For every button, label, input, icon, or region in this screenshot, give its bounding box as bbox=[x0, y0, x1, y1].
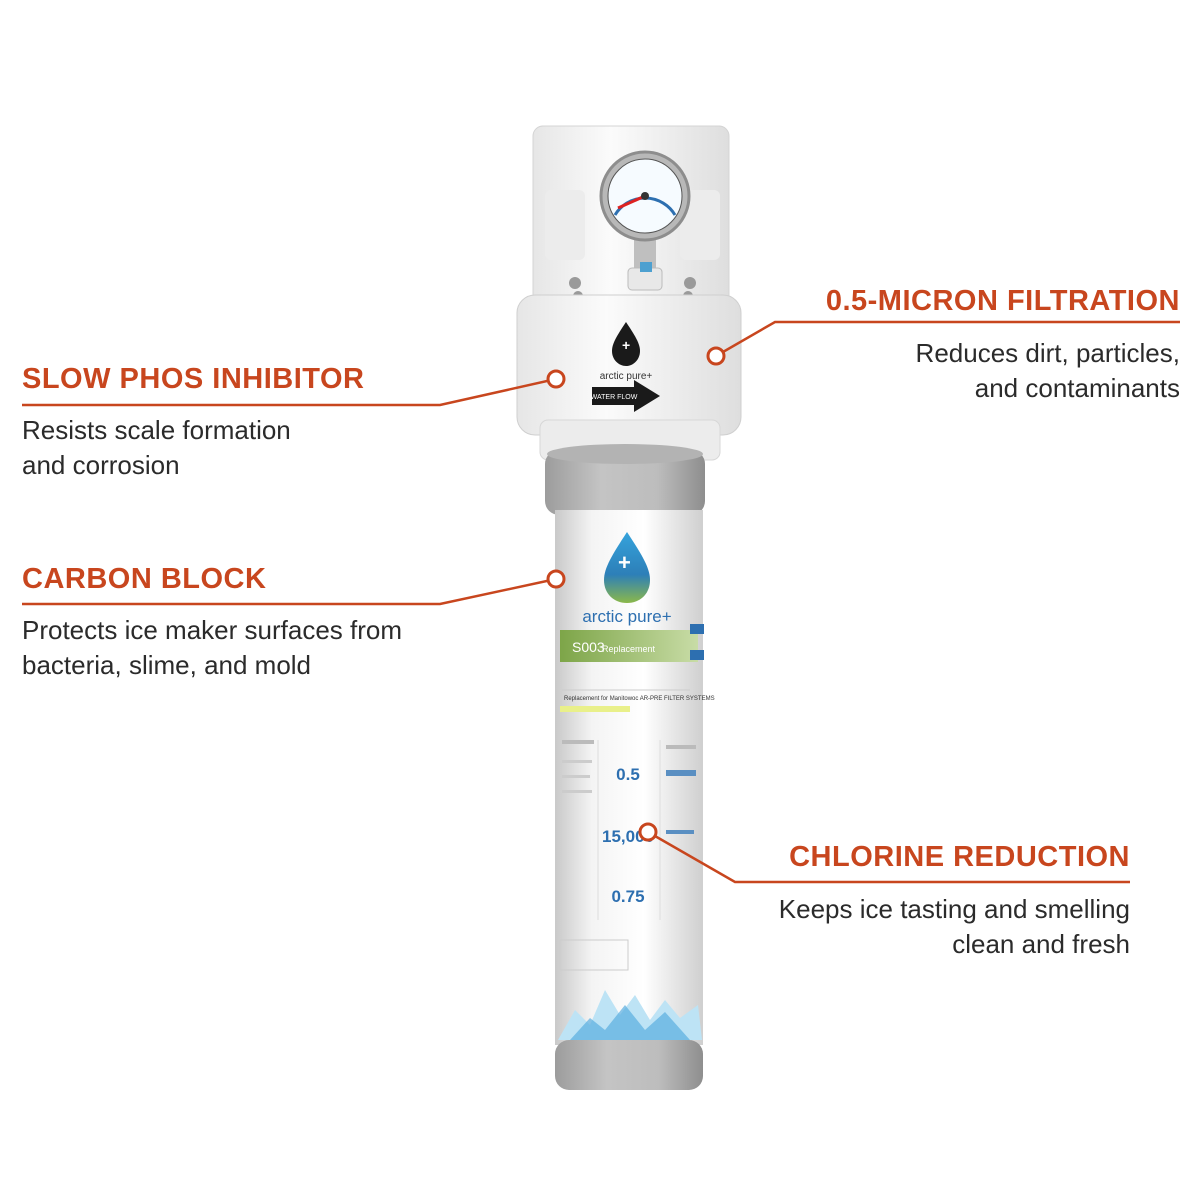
slow-phos-leader bbox=[22, 377, 557, 407]
cartridge-bottom-cap bbox=[555, 1040, 703, 1090]
cartridge-top-cap bbox=[545, 450, 705, 515]
micron-marker bbox=[706, 346, 726, 366]
chlorine-desc-line2: clean and fresh bbox=[952, 929, 1130, 959]
head-logo: + arctic pure+ bbox=[600, 322, 653, 382]
cartridge-drop-logo: + arctic pure+ bbox=[582, 532, 672, 626]
slow-phos-title: SLOW PHOS INHIBITOR bbox=[22, 363, 365, 395]
spec-column: 0.5 15,000 0.75 bbox=[559, 740, 696, 971]
chlorine-leader bbox=[647, 830, 1130, 884]
ice-graphic bbox=[558, 990, 702, 1040]
carbon-leader bbox=[22, 577, 557, 606]
carbon-desc-line1: Protects ice maker surfaces from bbox=[22, 615, 402, 645]
slow-phos-desc-line1: Resists scale formation bbox=[22, 415, 291, 445]
micron-desc-line2: and contaminants bbox=[974, 373, 1180, 403]
svg-text:+: + bbox=[618, 550, 631, 575]
cartridge-brand-text: arctic pure+ bbox=[582, 607, 671, 626]
model-band: S003 Replacement bbox=[560, 624, 704, 662]
carbon-title: CARBON BLOCK bbox=[22, 563, 267, 595]
head-brand-text: arctic pure+ bbox=[600, 371, 653, 382]
pressure-gauge bbox=[599, 150, 691, 291]
flow-label: WATER FLOW bbox=[591, 394, 638, 401]
carbon-marker bbox=[546, 569, 566, 589]
slow-phos-desc-line2: and corrosion bbox=[22, 450, 180, 480]
slow-phos-marker bbox=[546, 369, 566, 389]
carbon-desc-line2: bacteria, slime, and mold bbox=[22, 650, 312, 680]
chlorine-title: CHLORINE REDUCTION bbox=[789, 841, 1130, 873]
micron-desc-line1: Reduces dirt, particles, bbox=[915, 338, 1180, 368]
model-text: Replacement bbox=[602, 644, 656, 654]
micron-leader bbox=[715, 320, 1180, 358]
model-code: S003 bbox=[572, 639, 605, 655]
flow-value: 0.75 bbox=[611, 887, 644, 906]
label-header: Replacement for Manitowoc AR-PRE FILTER … bbox=[560, 689, 715, 712]
micron-title: 0.5-MICRON FILTRATION bbox=[825, 285, 1180, 317]
chlorine-desc-line1: Keeps ice tasting and smelling bbox=[778, 894, 1130, 924]
label-heading: Replacement for Manitowoc AR-PRE FILTER … bbox=[564, 696, 715, 702]
svg-text:+: + bbox=[622, 337, 630, 353]
flow-arrow-icon: WATER FLOW bbox=[591, 380, 660, 412]
chlorine-marker bbox=[638, 822, 658, 842]
micron-value: 0.5 bbox=[616, 765, 640, 784]
